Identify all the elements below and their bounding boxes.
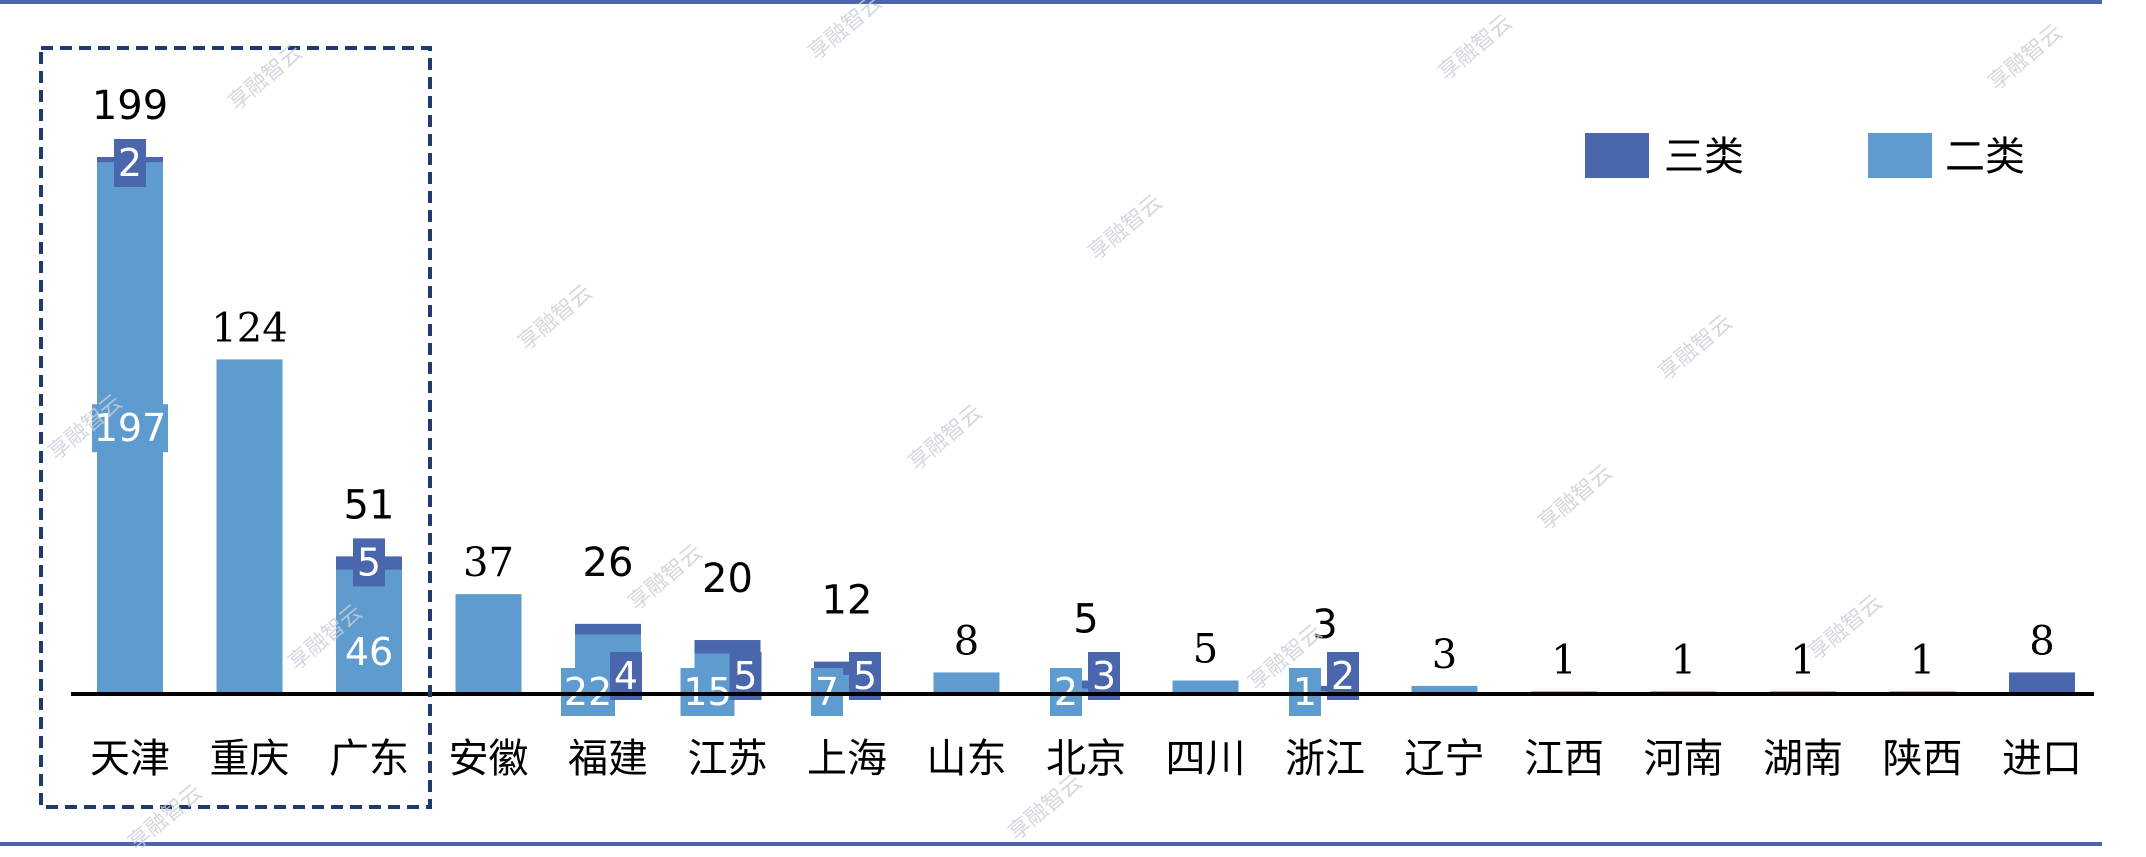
total-label: 1	[1910, 637, 1935, 683]
data-label: 3	[1092, 654, 1116, 698]
total-label: 5	[1073, 597, 1098, 643]
bar-two-1	[216, 359, 283, 694]
total-label: 5	[1193, 627, 1218, 673]
bottom-rule	[0, 842, 2102, 846]
total-label: 3	[1312, 602, 1337, 648]
category-label: 天津	[90, 736, 170, 782]
total-label: 37	[463, 540, 514, 586]
total-label: 1	[1671, 637, 1696, 683]
category-label: 广东	[329, 736, 409, 782]
total-label: 3	[1432, 632, 1457, 678]
data-label: 46	[345, 630, 393, 674]
data-label-box	[92, 404, 168, 453]
legend-label-two: 二类	[1945, 134, 2025, 180]
data-label: 197	[94, 406, 167, 450]
category-label: 北京	[1046, 736, 1126, 782]
data-label: 5	[853, 654, 877, 698]
bar-three-5	[694, 640, 761, 654]
data-label: 5	[733, 654, 757, 698]
data-label-box	[353, 538, 385, 587]
data-label-box	[114, 139, 146, 187]
category-label: 福建	[568, 736, 648, 782]
legend-swatch-three	[1585, 133, 1649, 178]
bar-two-8	[1053, 688, 1119, 694]
total-label: 51	[344, 482, 395, 528]
category-label: 浙江	[1285, 736, 1365, 782]
total-label: 8	[954, 618, 979, 664]
category-label: 陕西	[1883, 736, 1963, 782]
category-label: 河南	[1644, 736, 1724, 782]
total-label: 124	[211, 305, 287, 351]
highlight-box	[39, 46, 432, 809]
bar-three-8	[1053, 680, 1119, 689]
category-label: 安徽	[449, 736, 529, 782]
bar-three-10	[1292, 685, 1358, 692]
category-label: 辽宁	[1405, 736, 1485, 782]
bar-two-3	[455, 594, 522, 694]
category-label: 江西	[1524, 736, 1604, 782]
category-label: 进口	[2002, 736, 2082, 782]
total-label: 1	[1790, 637, 1815, 683]
data-label: 2	[1331, 654, 1355, 698]
category-label: 四川	[1166, 736, 1246, 782]
legend-label-three: 三类	[1664, 134, 1744, 180]
total-label: 26	[583, 540, 634, 586]
total-label: 12	[822, 578, 873, 624]
total-label: 199	[92, 83, 168, 129]
bar-two-7	[933, 672, 1000, 694]
data-label: 5	[357, 540, 381, 584]
bar-two-11	[1411, 685, 1478, 694]
bar-two-9	[1172, 680, 1239, 694]
category-label: 上海	[807, 736, 887, 782]
category-label: 江苏	[688, 736, 768, 782]
category-label: 山东	[927, 736, 1007, 782]
data-label: 4	[614, 654, 638, 698]
category-label: 重庆	[210, 736, 290, 782]
data-label-box	[342, 627, 396, 676]
category-label: 湖南	[1763, 736, 1843, 782]
legend-swatch-two	[1868, 133, 1932, 178]
top-rule	[0, 0, 2102, 4]
bar-three-16	[2009, 672, 2075, 694]
total-label: 1	[1551, 637, 1576, 683]
total-label: 20	[702, 556, 753, 602]
data-label: 2	[118, 141, 142, 185]
total-label: 8	[2029, 618, 2054, 664]
bar-three-4	[575, 623, 641, 635]
